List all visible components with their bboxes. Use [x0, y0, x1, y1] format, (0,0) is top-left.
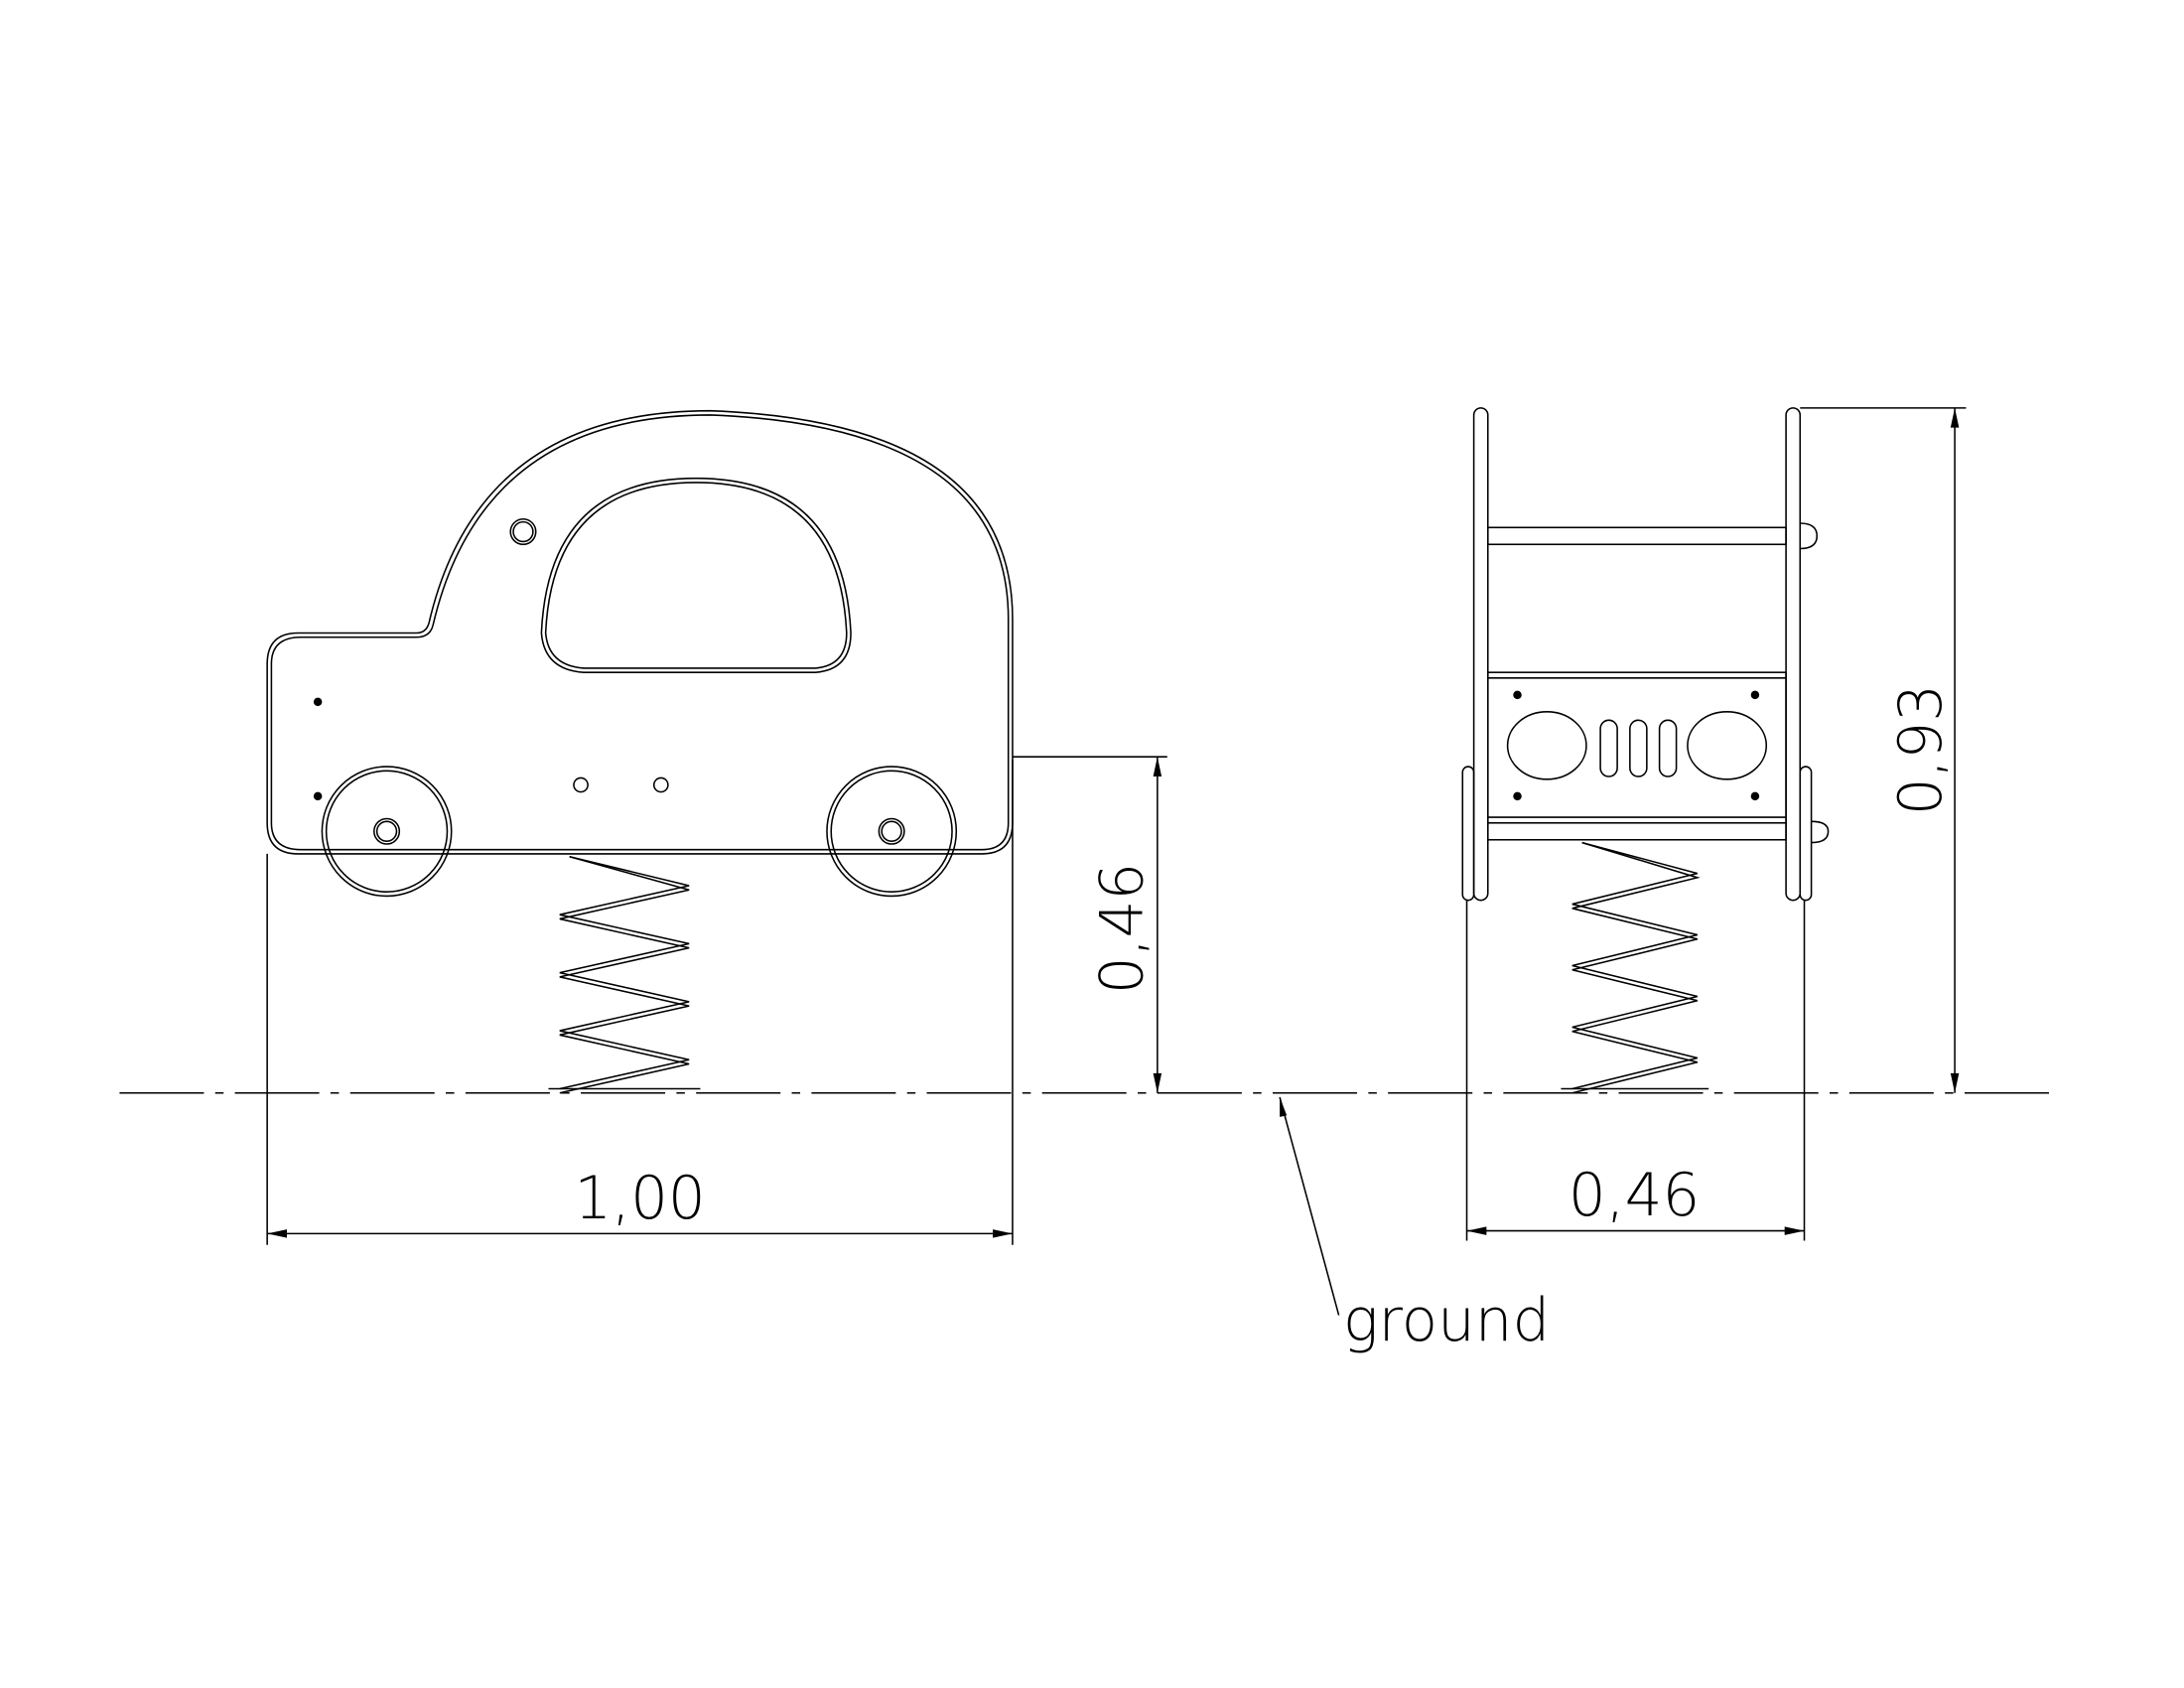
dimension-total-height	[1800, 407, 1967, 1093]
ground-leader	[1279, 1096, 1340, 1316]
handle-hole-inner	[512, 520, 534, 543]
side-view-car	[266, 409, 1014, 1094]
front-view	[1461, 407, 1830, 1094]
ground-label: ground	[1343, 1287, 1550, 1355]
car-body-outline	[266, 409, 1014, 855]
handle-bar	[1486, 526, 1787, 546]
bolt-icon	[1750, 690, 1760, 700]
dimension-label: 0,46	[1569, 1162, 1700, 1230]
hole	[573, 776, 589, 793]
hole	[652, 776, 669, 793]
headlight-left	[1506, 711, 1587, 780]
car-window	[540, 477, 852, 673]
spring-coil	[559, 855, 690, 1090]
spring-coil	[1571, 841, 1699, 1090]
dimension-label: 1,00	[574, 1165, 705, 1233]
axle-bar	[1486, 821, 1787, 841]
rear-wheel	[826, 766, 958, 898]
dimension-label: 0,93	[1887, 684, 1956, 815]
spring	[1571, 841, 1701, 1094]
dimension-seat-height	[1012, 756, 1167, 1093]
wheel-left	[1461, 766, 1475, 902]
front-wheel	[321, 766, 453, 898]
grille-slot	[1658, 719, 1678, 777]
grille-slot	[1599, 719, 1618, 777]
bolt-icon	[1750, 791, 1760, 801]
axle-cap	[1811, 820, 1830, 844]
bolt-icon	[1513, 791, 1522, 801]
bolt-icon	[313, 791, 323, 801]
side-plate-left	[1472, 407, 1489, 902]
dimension-width-side	[266, 760, 1014, 1245]
car-body-inner-outline	[270, 414, 1010, 851]
spring	[559, 855, 690, 1094]
car-window-inner	[544, 482, 848, 669]
headlight-right	[1687, 711, 1768, 780]
handle-hole	[509, 517, 537, 546]
side-plate-right	[1785, 407, 1802, 902]
front-panel	[1486, 671, 1787, 824]
bolt-icon	[1513, 690, 1522, 700]
spring-coil	[559, 855, 690, 1094]
bolt-icon	[313, 697, 323, 707]
spring-coil	[1571, 841, 1701, 1094]
wheel-right	[1799, 766, 1813, 902]
dimension-label: 0,46	[1088, 863, 1157, 994]
handle-cap	[1800, 522, 1819, 550]
dimension-width-front	[1465, 900, 1806, 1241]
grille-slot	[1629, 719, 1648, 777]
